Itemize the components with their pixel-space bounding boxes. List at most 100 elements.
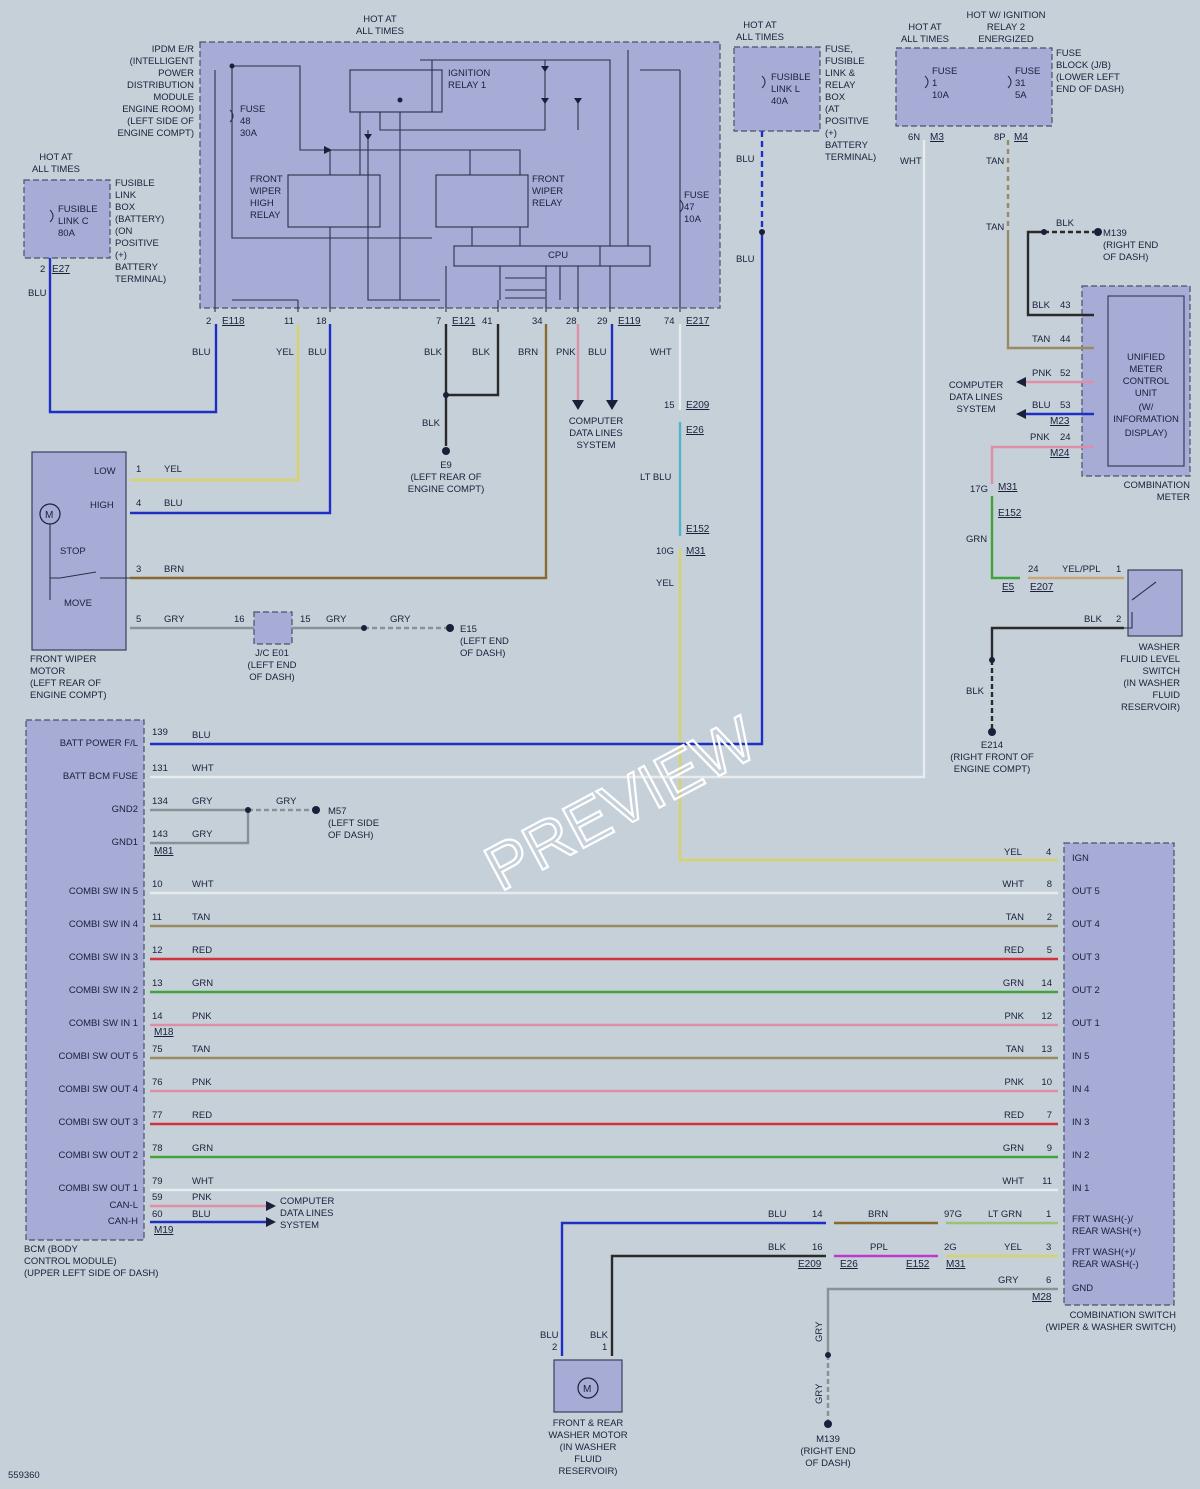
bcm-row-pin-6: 76 [152,1077,163,1088]
bcm-label-1: BCM (BODY [24,1244,79,1255]
fusible-l-label-5: BOX [825,92,846,103]
fusible-l-hot-1: HOT AT [743,20,777,31]
high-relay-label-1: FRONT [250,174,283,185]
cdl-mid-3: SYSTEM [576,440,615,451]
wl-wht-3: WHT [192,763,214,774]
fusible-c-label-3: BOX [115,202,136,213]
bcm-row-color-left-8: GRN [192,1143,213,1154]
cpu-box [453,245,651,267]
wl-ppl: PPL [870,1242,888,1253]
conn-m18: M18 [154,1027,174,1038]
e214-label-2: (RIGHT FRONT OF [950,752,1034,763]
bcm-row-pin-0: 10 [152,879,163,890]
conn-m19: M19 [154,1225,174,1236]
washer-fluid-switch-box [1127,569,1183,637]
wl-gry-9: GRY [814,1383,825,1404]
combination-switch-box [1063,842,1175,1306]
fusible-c-inner-3: 80A [58,228,76,239]
combi-pin-10: IN 1 [1072,1183,1089,1194]
m139-top-3: OF DASH) [1103,252,1148,263]
pin-34: 34 [532,316,543,327]
bcm-row-cpin-7: 7 [1047,1110,1052,1121]
combi-pin-8: IN 3 [1072,1117,1089,1128]
fusible-l-hot-2: ALL TIMES [736,32,784,43]
wl-brn-3: BRN [868,1209,888,1220]
wire-blu-batt-power [150,232,764,746]
combi-pin-6n: 6 [1046,1275,1051,1286]
wire-blu-fusible-c [48,258,218,414]
fusible-l-label-3: LINK & [825,68,856,79]
wiper-label-3: (LEFT REAR OF [30,678,101,689]
fuse48-label-1: FUSE [240,104,265,115]
jc-pin-16: 16 [234,614,245,625]
conn-m4: M4 [1014,132,1028,143]
e214-label-3: ENGINE COMPT) [954,764,1031,775]
bcm-row-color-right-8: GRN [1003,1143,1024,1154]
wl-brn-2: BRN [164,564,184,575]
pin-134: 134 [152,796,168,807]
combi-pin-4: OUT 2 [1072,985,1100,996]
wiper-pin-high: HIGH [90,500,114,511]
combi-pin-11: FRT WASH(-)/ [1072,1214,1133,1225]
pin-10g: 10G [656,546,674,557]
combi-pin-13: FRT WASH(+)/ [1072,1247,1136,1258]
bcm-row-cpin-4: 12 [1041,1011,1052,1022]
labels: HOT AT ALL TIMES IPDM E/R (INTELLIGENT P… [8,10,1190,1481]
wiper-motor-box [31,451,127,651]
conn-m28: M28 [1032,1292,1052,1303]
pin-43: 43 [1060,300,1071,311]
wl-yel-3: YEL [164,464,182,475]
wl-blu-4: BLU [588,347,607,358]
bcm-row-color-left-4: PNK [192,1011,212,1022]
conn-e209b: E209 [798,1259,822,1270]
combi-pin-3n: 3 [1046,1242,1051,1253]
pin-16-wash: 16 [812,1242,823,1253]
washer-switch-label-4: (IN WASHER [1123,678,1180,689]
fuse31-label-1: FUSE [1015,66,1040,77]
cdl-bcm-3: SYSTEM [280,1220,319,1231]
wire-blk-meter [1026,230,1094,317]
m139-bot-2: (RIGHT END [800,1446,855,1457]
conn-e5: E5 [1002,582,1015,593]
preview-watermark: PREVIEW [473,702,768,904]
fuse-block-label-3: (LOWER LEFT [1056,72,1120,83]
pin-7: 7 [436,316,441,327]
bcm-row-cpin-1: 2 [1047,912,1052,923]
pin-2g: 2G [944,1242,957,1253]
washer-switch-label-1: WASHER [1139,642,1180,653]
conn-m31c: M31 [946,1259,966,1270]
pin-e27: 2 [40,264,45,275]
cpu-label: CPU [548,250,568,261]
fuse1-label-3: 10A [932,90,950,101]
ipdm-diode-4 [541,98,549,104]
bcm-row-color-left-6: PNK [192,1077,212,1088]
ipdm-hot-line2: ALL TIMES [356,26,404,37]
bcm-row-wires [150,891,1058,1192]
fusible-l-label-10: TERMINAL) [825,152,876,163]
conn-e26b: E26 [840,1259,858,1270]
fuse-block-hot1-2: ALL TIMES [901,34,949,45]
bcm-row-color-left-1: TAN [192,912,210,923]
fuse47-label-3: 10A [684,214,702,225]
e15-label-3: OF DASH) [460,648,505,659]
wl-tan-1: TAN [986,156,1004,167]
jc-label-1: J/C E01 [255,648,289,659]
ipdm-resistor-network [505,277,545,299]
wl-blu-12: BLU [540,1330,559,1341]
pin-2w: 2 [1116,614,1121,625]
combi-label-1: COMBINATION SWITCH [1070,1310,1177,1321]
bcm-row-color-left-9: WHT [192,1176,214,1187]
bcm-row-color-right-0: WHT [1002,879,1024,890]
combi-pin-14: REAR WASH(-) [1072,1259,1139,1270]
fusible-c-label-5: (ON [115,226,133,237]
bcm-pin-14: CAN-L [109,1200,138,1211]
fuse-symbols [49,75,1012,223]
wl-gry-4: GRY [192,796,213,807]
washer-switch-label-2: FLUID LEVEL [1120,654,1180,665]
e9-label-1: E9 [440,460,452,471]
combi-label-2: (WIPER & WASHER SWITCH) [1045,1322,1176,1333]
wl-pnk-4: PNK [192,1192,212,1203]
bcm-row-color-right-2: RED [1004,945,1024,956]
bcm-row-pin-4: 14 [152,1011,163,1022]
bcm-label-3: (UPPER LEFT SIDE OF DASH) [24,1268,158,1279]
